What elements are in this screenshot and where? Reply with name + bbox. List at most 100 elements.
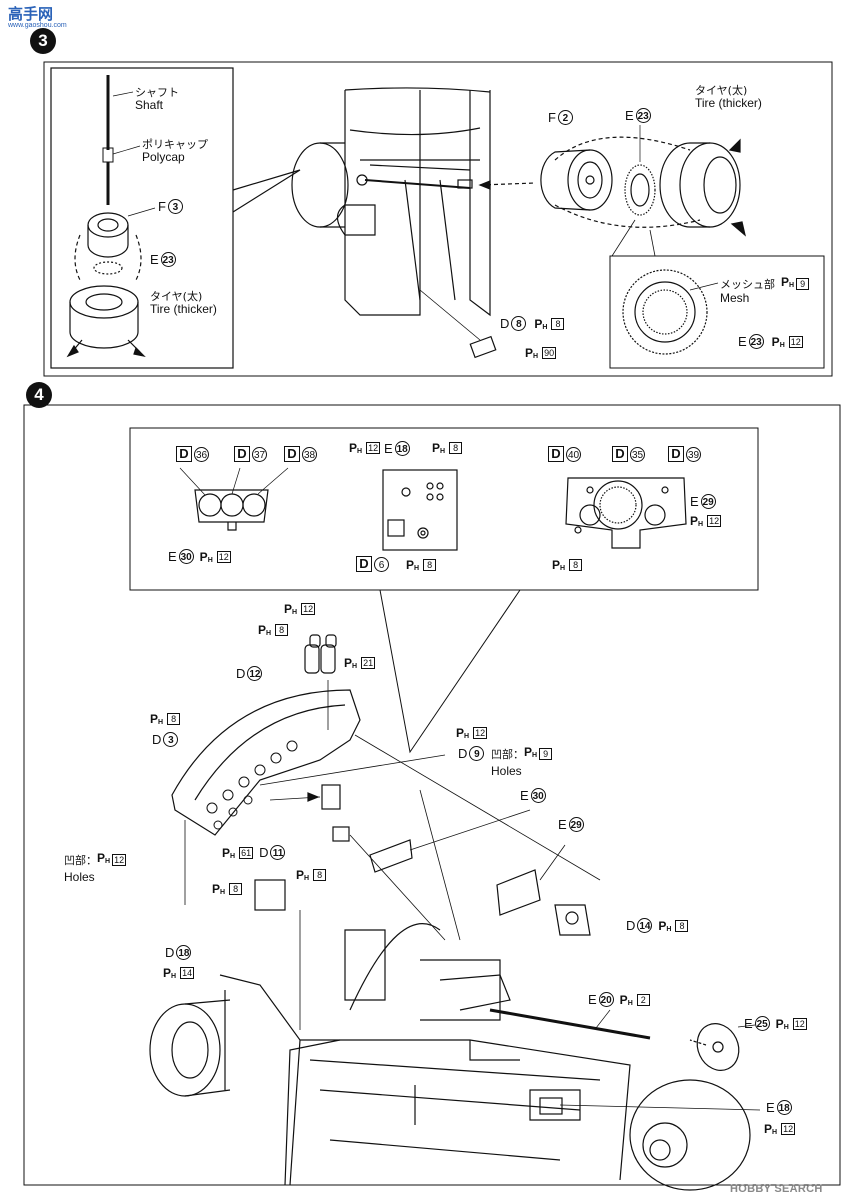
step3-frame <box>43 61 833 377</box>
paint-ref-box: 8 <box>229 883 243 895</box>
main-ph8d-label: PH 8 <box>296 868 327 882</box>
part-number-circle: 18 <box>394 441 410 456</box>
tire-left-en: Tire (thicker) <box>150 302 217 316</box>
part-number-circle: 23 <box>748 334 764 349</box>
main-e18-label: E 18 <box>766 1100 792 1115</box>
tire-right-en: Tire (thicker) <box>695 96 762 110</box>
main-d14-label: D 14 PH 8 <box>626 918 689 933</box>
paint-ref-box: 90 <box>542 347 557 359</box>
watermark-url: www.gaoshou.com <box>8 22 67 29</box>
holes1-en: Holes <box>491 764 522 778</box>
paint-ref-box: 12 <box>792 1017 807 1030</box>
part-number-circle: 38 <box>302 446 317 462</box>
part-number-circle: 6 <box>374 556 389 572</box>
part-e23-left-label: E 23 <box>150 252 176 267</box>
part-number-circle: 20 <box>598 992 614 1007</box>
paint-ref-box: 8 <box>275 624 289 636</box>
inset-d36-label: D 36 <box>176 446 209 462</box>
main-ph8b-label: PH 8 <box>150 712 181 726</box>
paint-ref-box: 8 <box>569 559 583 571</box>
paint-ref-box: 61 <box>239 846 254 859</box>
holes2-jp: 凹部： <box>64 853 97 867</box>
inset-e29-label: E 29 <box>690 494 716 509</box>
main-ph14-label: PH 14 <box>163 966 195 980</box>
part-number-circle: 29 <box>568 817 584 832</box>
callout-pointer <box>232 169 301 213</box>
part-e23-top-label: E 23 <box>625 108 651 123</box>
step3-callout-panel <box>50 67 234 369</box>
paint-ref-box: 8 <box>675 919 689 932</box>
paint-ref-box: 12 <box>707 515 722 527</box>
inset-e30-label: E 30 PH 12 <box>168 549 231 564</box>
watermark-bottom: HOBBY SEARCH <box>730 1183 823 1195</box>
part-e23-detail-label: E 23 PH 12 <box>738 334 803 349</box>
watermark-top: 高手网 www.gaoshou.com <box>8 6 67 30</box>
inset-d35-label: D 35 <box>612 446 645 462</box>
shaft-label: シャフト Shaft <box>135 86 179 112</box>
paint-ref-box: 12 <box>216 550 231 563</box>
tire-right-label: タイヤ(太) Tire (thicker) <box>695 84 762 110</box>
step3-number: 3 <box>30 28 56 54</box>
watermark-logo-text: 高手网 <box>8 5 54 23</box>
paint-ref-box: 2 <box>636 993 650 1006</box>
inset-d39-label: D 39 <box>668 446 701 462</box>
tire-left-label: タイヤ(太) Tire (thicker) <box>150 290 217 316</box>
step4-number: 4 <box>26 382 52 408</box>
paint-ref-box: 12 <box>473 727 488 739</box>
part-number-circle: 8 <box>511 316 527 331</box>
inset-ph8-bottom-label: PH 8 <box>406 558 437 572</box>
inset-e18-label: E 18 <box>384 441 410 456</box>
part-number-circle: 39 <box>686 446 701 462</box>
paint-ref-box: 12 <box>788 335 803 348</box>
main-ph12c-label: PH 12 <box>764 1122 796 1136</box>
main-d11-label: PH 61 D 11 <box>222 845 286 860</box>
part-number-circle: 29 <box>700 494 716 509</box>
part-number-circle: 11 <box>270 845 286 860</box>
step4-frame <box>23 404 841 1186</box>
polycap-en: Polycap <box>142 150 185 164</box>
paint-ref-box: 12 <box>301 603 316 615</box>
holes1-label: 凹部： PH 9 Holes <box>491 746 553 778</box>
polycap-label: ポリキャップ Polycap <box>142 138 208 164</box>
inset-d38-label: D 38 <box>284 446 317 462</box>
part-f2-label: F 2 <box>548 110 573 125</box>
shaft-en: Shaft <box>135 98 164 112</box>
inset-e29-ph-label: PH 12 <box>690 514 722 528</box>
part-number-circle: 35 <box>630 446 645 462</box>
inset-ph12-top-label: PH 12 <box>349 441 381 455</box>
part-d8-label: D 8 PH 8 <box>500 316 565 331</box>
part-number-circle: 23 <box>635 108 651 123</box>
part-number-circle: 40 <box>566 446 581 462</box>
paint-ref-box: 9 <box>796 278 810 290</box>
main-d3-label: D 3 <box>152 732 179 747</box>
part-number-circle: 23 <box>160 252 176 267</box>
paint-ref-box: 12 <box>112 854 127 866</box>
part-number-circle: 30 <box>178 549 194 564</box>
paint-ref-box: 8 <box>167 713 181 725</box>
mesh-label: メッシュ部 PH 9 Mesh <box>720 276 810 305</box>
main-e29-label: E 29 <box>558 817 584 832</box>
polycap-jp: ポリキャップ <box>142 138 208 151</box>
part-number-circle: 18 <box>176 945 192 960</box>
tire-right-jp: タイヤ(太) <box>695 84 748 97</box>
main-ph12b-label: PH 12 <box>456 726 488 740</box>
main-ph12a-label: PH 12 <box>284 602 316 616</box>
inset-ph8-right-label: PH 8 <box>552 558 583 572</box>
part-number-circle: 14 <box>637 918 653 933</box>
paint-ref-box: 14 <box>180 967 195 979</box>
paint-ref-box: 8 <box>423 559 437 571</box>
part-f3-label: F 3 <box>158 199 183 214</box>
holes1-jp: 凹部： <box>491 747 524 761</box>
part-number-circle: 30 <box>530 788 546 803</box>
paint-ref-box: 12 <box>366 442 381 454</box>
paint-ref-box: 8 <box>551 317 565 330</box>
step4-inset <box>129 427 759 591</box>
inset-d40-label: D 40 <box>548 446 581 462</box>
main-e20-label: E 20 PH 2 <box>588 992 650 1007</box>
paint-ref-box: 12 <box>781 1123 796 1135</box>
mesh-en: Mesh <box>720 291 750 305</box>
paint-ref-box: 8 <box>449 442 463 454</box>
main-ph8a-label: PH 8 <box>258 623 289 637</box>
main-e30-label: E 30 <box>520 788 546 803</box>
